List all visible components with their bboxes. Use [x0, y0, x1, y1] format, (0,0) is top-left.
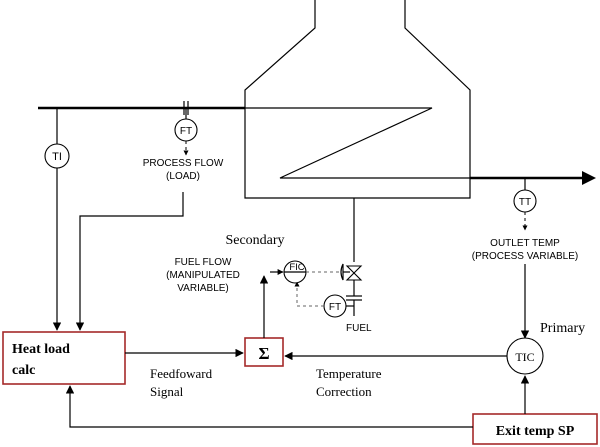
primary-label: Primary — [540, 321, 585, 336]
fuel-flow-label-1: FUEL FLOW — [175, 257, 232, 268]
ti-label: TI — [52, 151, 62, 163]
process-flow-label-1: PROCESS FLOW — [143, 158, 224, 169]
secondary-label: Secondary — [225, 233, 284, 248]
feedforward-label-1: Feedfoward — [150, 366, 213, 381]
exit-temp-sp-label: Exit temp SP — [496, 424, 575, 439]
outlet-temp-label-1: OUTLET TEMP — [490, 238, 560, 249]
ft-fuel-label: FT — [329, 302, 341, 313]
tt-label: TT — [519, 197, 531, 208]
fic-label: FIC — [289, 262, 304, 273]
heat-load-calc-box — [2, 331, 126, 385]
heat-load-label-2: calc — [12, 363, 35, 378]
ft-process-label: FT — [180, 126, 192, 137]
fuel-flow-label-2: (MANIPULATED — [166, 270, 240, 281]
heat-load-label-1: Heat load — [12, 342, 70, 357]
tic-label: TIC — [515, 350, 534, 364]
outlet-temp-label-2: (PROCESS VARIABLE) — [472, 251, 579, 262]
process-flow-label-2: (LOAD) — [166, 171, 200, 182]
fuel-flow-label-3: VARIABLE) — [177, 283, 229, 294]
temp-correction-label-1: Temperature — [316, 366, 382, 381]
sigma-label: Σ — [258, 344, 269, 363]
fuel-label: FUEL — [346, 323, 372, 334]
exit-temp-sp-box — [472, 413, 598, 445]
furnace — [244, 0, 560, 199]
temp-correction-label-2: Correction — [316, 384, 372, 399]
summing-block — [244, 337, 284, 367]
ti-instrument — [44, 143, 70, 169]
feedforward-label-2: Signal — [150, 384, 184, 399]
